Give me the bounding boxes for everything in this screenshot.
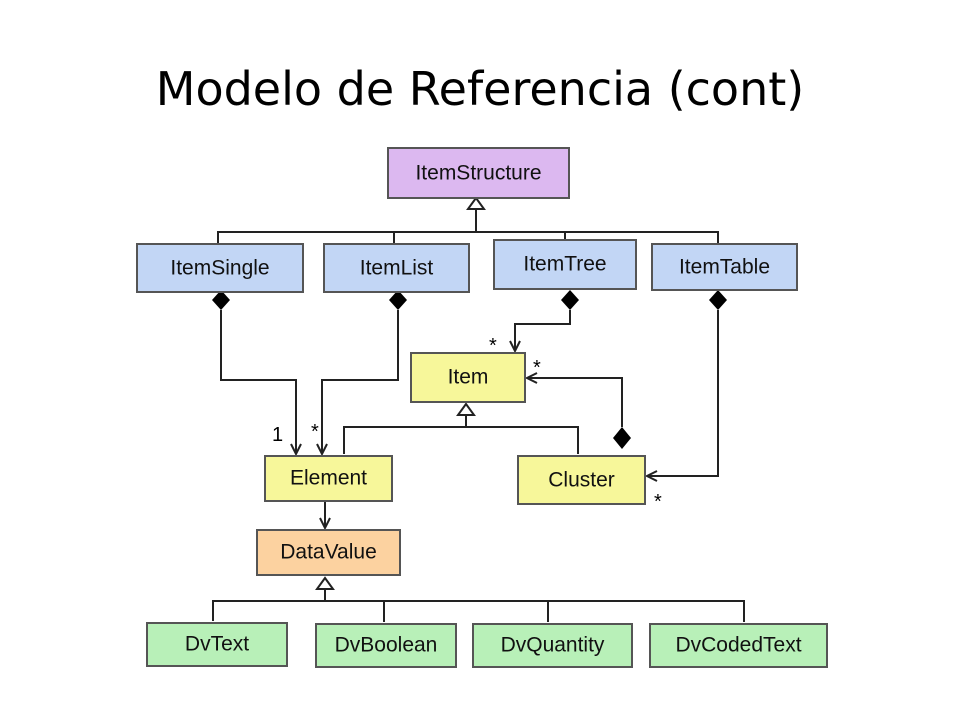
composition-itemtree-item [515,310,571,351]
multiplicity-labels: * * 1 * * [272,335,662,513]
class-boxes: ItemStructure ItemSingle ItemList ItemTr… [136,147,828,668]
class-itemsingle: ItemSingle [136,243,304,293]
class-label: ItemSingle [170,257,269,280]
class-box [146,622,288,667]
multiplicity-tree-item: * [489,335,497,357]
class-box [493,239,637,290]
multiplicity-table-cluster: * [654,491,662,513]
class-label: ItemTree [523,253,606,276]
class-box [517,455,646,505]
class-box [323,243,470,293]
class-label: Cluster [548,469,615,492]
composition-itemtable-cluster [647,310,719,476]
generalization-itemstructure [217,209,719,244]
generalization-datavalue [212,589,745,622]
class-datavalue: DataValue [256,529,401,576]
class-box [651,243,798,291]
multiplicity-list-element: * [311,421,319,443]
class-itemtree: ItemTree [493,239,637,290]
composition-itemsingle-element [220,310,296,454]
class-label: Item [448,366,489,389]
class-label: DvCodedText [675,634,801,657]
class-itemstructure: ItemStructure [387,147,570,199]
class-cluster: Cluster [517,455,646,505]
generalization-triangle-itemstructure [466,196,486,210]
composition-cluster-item [527,378,623,427]
class-label: ItemTable [679,256,770,279]
class-dvtext: DvText [146,622,288,667]
class-label: ItemStructure [415,162,541,185]
class-box [649,623,828,668]
generalization-item [343,415,579,454]
class-itemtable: ItemTable [651,243,798,291]
slide-title: Modelo de Referencia (cont) [155,62,805,116]
composition-diamond-itemsingle [212,290,230,310]
generalization-triangle-item [456,402,476,416]
composition-diamond-itemtree [561,290,579,310]
class-label: DvQuantity [501,634,605,657]
multiplicity-cluster-item: * [533,357,541,379]
class-label: Element [290,467,367,490]
class-box [387,147,570,199]
class-label: DataValue [280,541,377,564]
composition-edges [212,290,727,476]
class-box [410,352,526,403]
class-box [256,529,401,576]
class-dvboolean: DvBoolean [315,623,457,668]
class-label: DvText [185,633,249,656]
class-box [472,623,633,668]
class-item: Item [410,352,526,403]
class-box [315,623,457,668]
composition-diamond-itemtable [709,290,727,310]
class-label: ItemList [360,257,434,280]
class-box [136,243,304,293]
class-dvquantity: DvQuantity [472,623,633,668]
class-itemlist: ItemList [323,243,470,293]
class-element: Element [264,455,393,502]
generalization-triangle-datavalue [315,576,335,590]
composition-diamond-cluster [613,427,631,449]
class-label: DvBoolean [335,634,438,657]
multiplicity-single-element: 1 [272,424,283,446]
composition-itemlist-element [322,310,399,454]
composition-diamond-itemlist [389,290,407,310]
class-box [264,455,393,502]
generalization-edges [212,196,745,622]
class-dvcodedtext: DvCodedText [649,623,828,668]
